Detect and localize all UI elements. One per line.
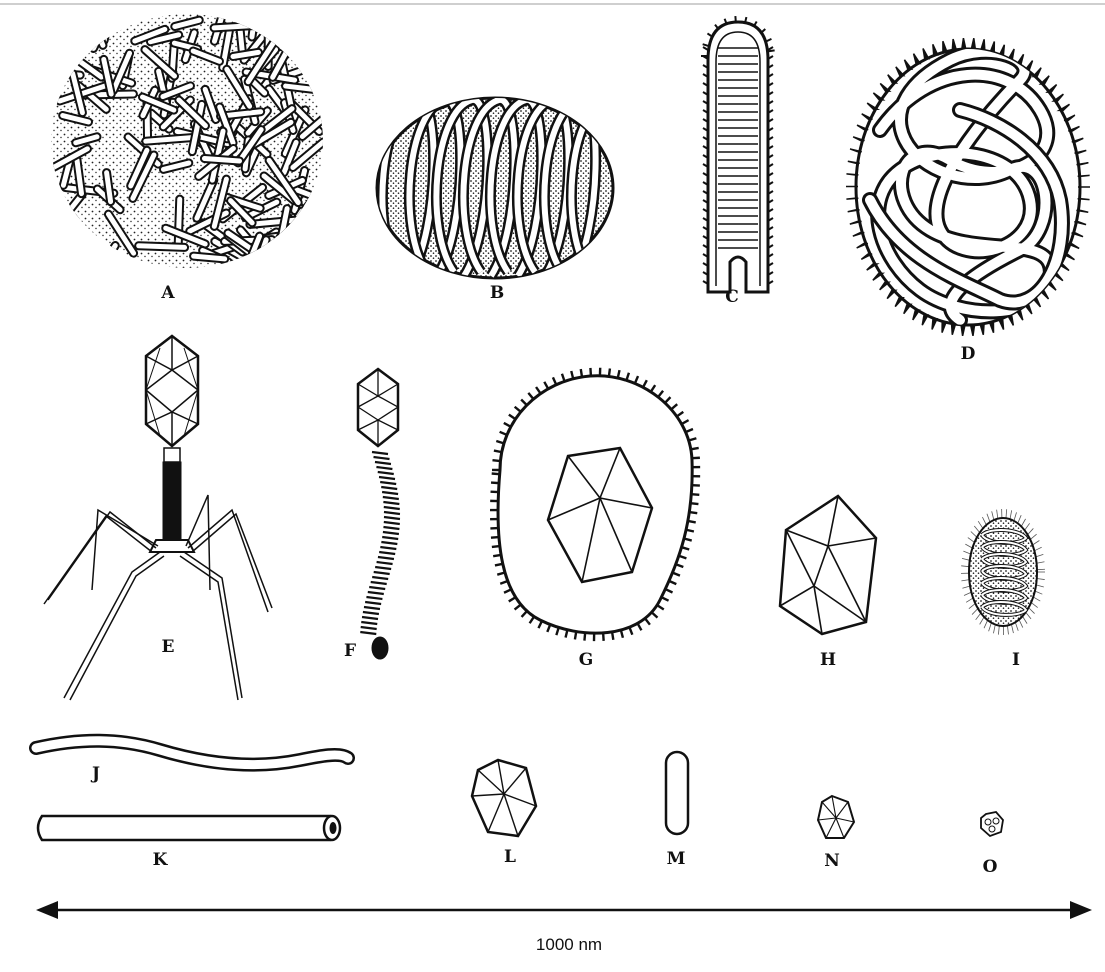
virus-A (38, 0, 337, 281)
virus-B (377, 98, 623, 278)
virus-G (490, 368, 700, 641)
label-F: F (344, 641, 356, 661)
scale-bar-left-arrow (36, 901, 58, 919)
label-A: A (160, 283, 175, 303)
label-M: M (667, 849, 686, 869)
virus-D (846, 38, 1090, 336)
label-G: G (579, 650, 594, 670)
label-I: I (1012, 650, 1020, 670)
virus-A-rods (38, 0, 337, 281)
virus-F (358, 369, 400, 659)
label-D: D (961, 344, 976, 364)
virus-O (981, 812, 1003, 836)
label-E: E (162, 637, 175, 657)
scale-bar: 1000 nm (36, 901, 1092, 954)
virus-K (38, 816, 340, 840)
virus-E (44, 336, 272, 700)
label-C: C (725, 287, 739, 307)
virus-N (818, 796, 854, 838)
virus-C (701, 16, 775, 292)
scale-bar-right-arrow (1070, 901, 1092, 919)
virus-M (666, 752, 688, 834)
virus-H (780, 496, 876, 634)
scale-bar-label: 1000 nm (536, 935, 602, 954)
label-H: H (820, 650, 836, 670)
virus-J (36, 741, 348, 765)
label-B: B (490, 283, 504, 303)
label-O: O (983, 857, 998, 877)
virus-I (961, 509, 1045, 635)
label-J: J (90, 764, 100, 784)
virus-F-tail (360, 452, 400, 634)
label-L: L (504, 847, 516, 867)
label-N: N (824, 851, 840, 871)
virus-L (472, 760, 536, 836)
label-K: K (153, 850, 169, 870)
